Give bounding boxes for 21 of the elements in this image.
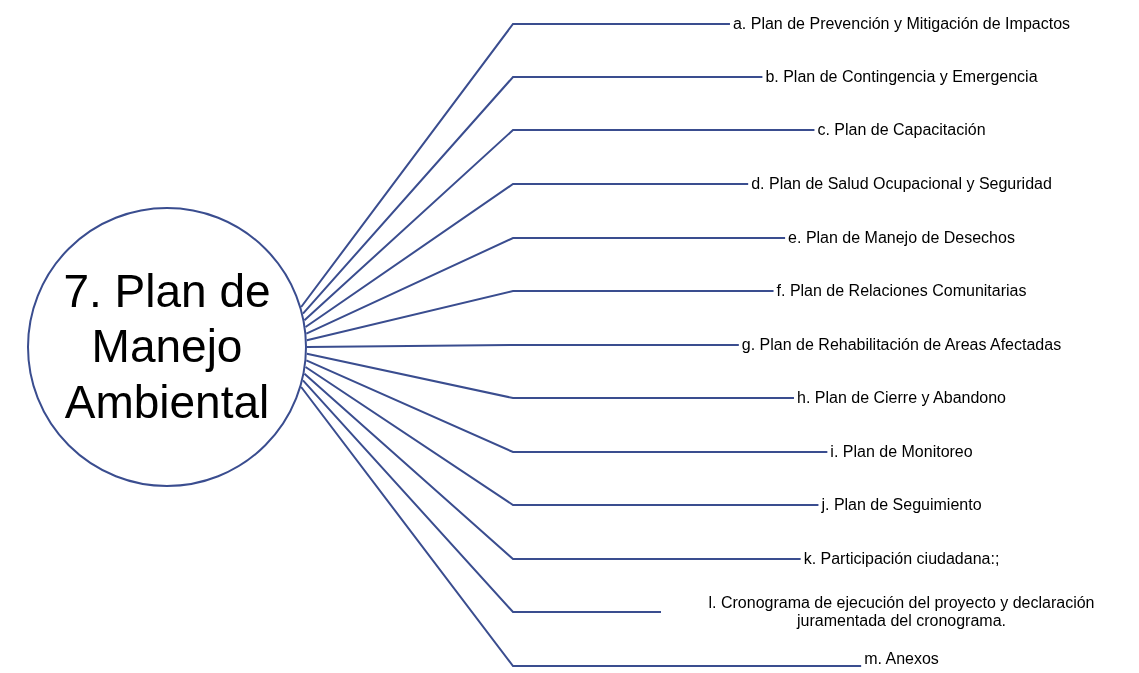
connector-line xyxy=(301,379,662,613)
item-label: j. Plan de Seguimiento xyxy=(821,495,982,515)
item-label: f. Plan de Relaciones Comunitarias xyxy=(776,281,1027,301)
item-label: d. Plan de Salud Ocupacional y Seguridad xyxy=(751,174,1052,194)
item-label: m. Anexos xyxy=(864,649,939,669)
item-label: e. Plan de Manejo de Desechos xyxy=(788,228,1015,248)
node-title: 7. Plan de Manejo Ambiental xyxy=(62,264,272,430)
item-label: g. Plan de Rehabilitación de Areas Afectadas xyxy=(741,335,1062,355)
connector-line xyxy=(301,76,764,315)
item-label: b. Plan de Contingencia y Emergencia xyxy=(765,67,1038,87)
item-label: c. Plan de Capacitación xyxy=(817,120,986,140)
connector-line xyxy=(300,386,863,667)
item-label: k. Participación ciudadana:; xyxy=(803,549,1000,569)
connector-line xyxy=(303,372,802,560)
item-label: a. Plan de Prevención y Mitigación de Impactos xyxy=(732,14,1071,34)
connector-line xyxy=(303,129,816,322)
item-label: l. Cronograma de ejecución del proyecto y declaración juramentada del cronograma. xyxy=(707,593,1096,631)
item-label: h. Plan de Cierre y Abandono xyxy=(797,388,1006,408)
item-label: i. Plan de Monitoreo xyxy=(830,442,973,462)
connector-line xyxy=(306,344,740,348)
connector-line xyxy=(300,23,731,308)
